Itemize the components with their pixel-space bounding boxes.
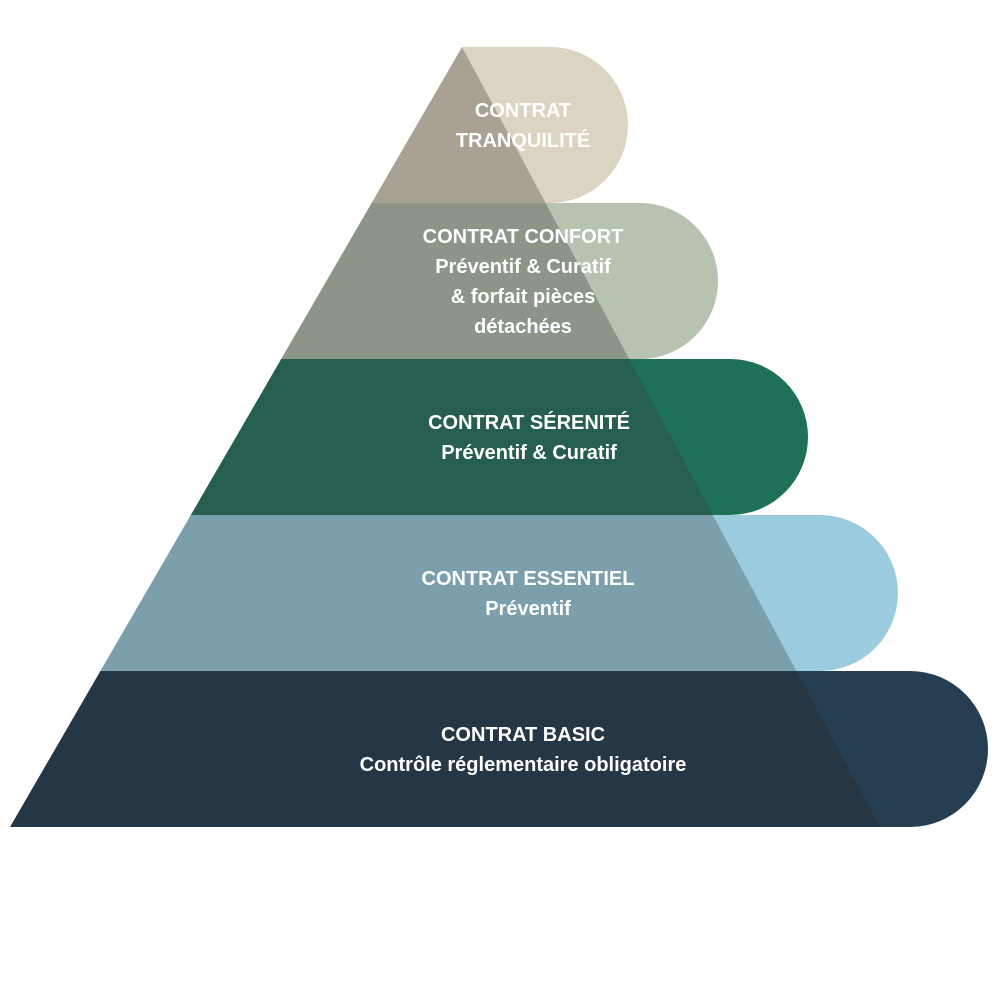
tier-title: CONTRAT SÉRENITÉ: [428, 411, 630, 434]
pyramid-tier-4: [100, 515, 797, 671]
tier-description: Contrôle réglementaire obligatoire: [360, 754, 687, 776]
tier-title: CONTRAT ESSENTIEL: [422, 568, 635, 590]
pyramid-tier-1: [371, 47, 546, 203]
tier-title: CONTRAT: [475, 100, 571, 122]
tier-description: TRANQUILITÉ: [456, 129, 590, 152]
tier-title: CONTRAT CONFORT: [423, 226, 624, 248]
tier-description: Préventif & Curatif: [441, 442, 617, 464]
tier-description: & forfait pièces: [451, 286, 595, 308]
tier-description: Préventif: [485, 598, 571, 620]
pyramid-tier-2: [281, 203, 630, 359]
tier-description: Préventif & Curatif: [435, 256, 611, 278]
tier-title: CONTRAT BASIC: [441, 724, 605, 746]
pyramid-tier-3: [190, 359, 713, 515]
tier-description: détachées: [474, 316, 572, 338]
pyramid-tier-5: [10, 671, 880, 827]
